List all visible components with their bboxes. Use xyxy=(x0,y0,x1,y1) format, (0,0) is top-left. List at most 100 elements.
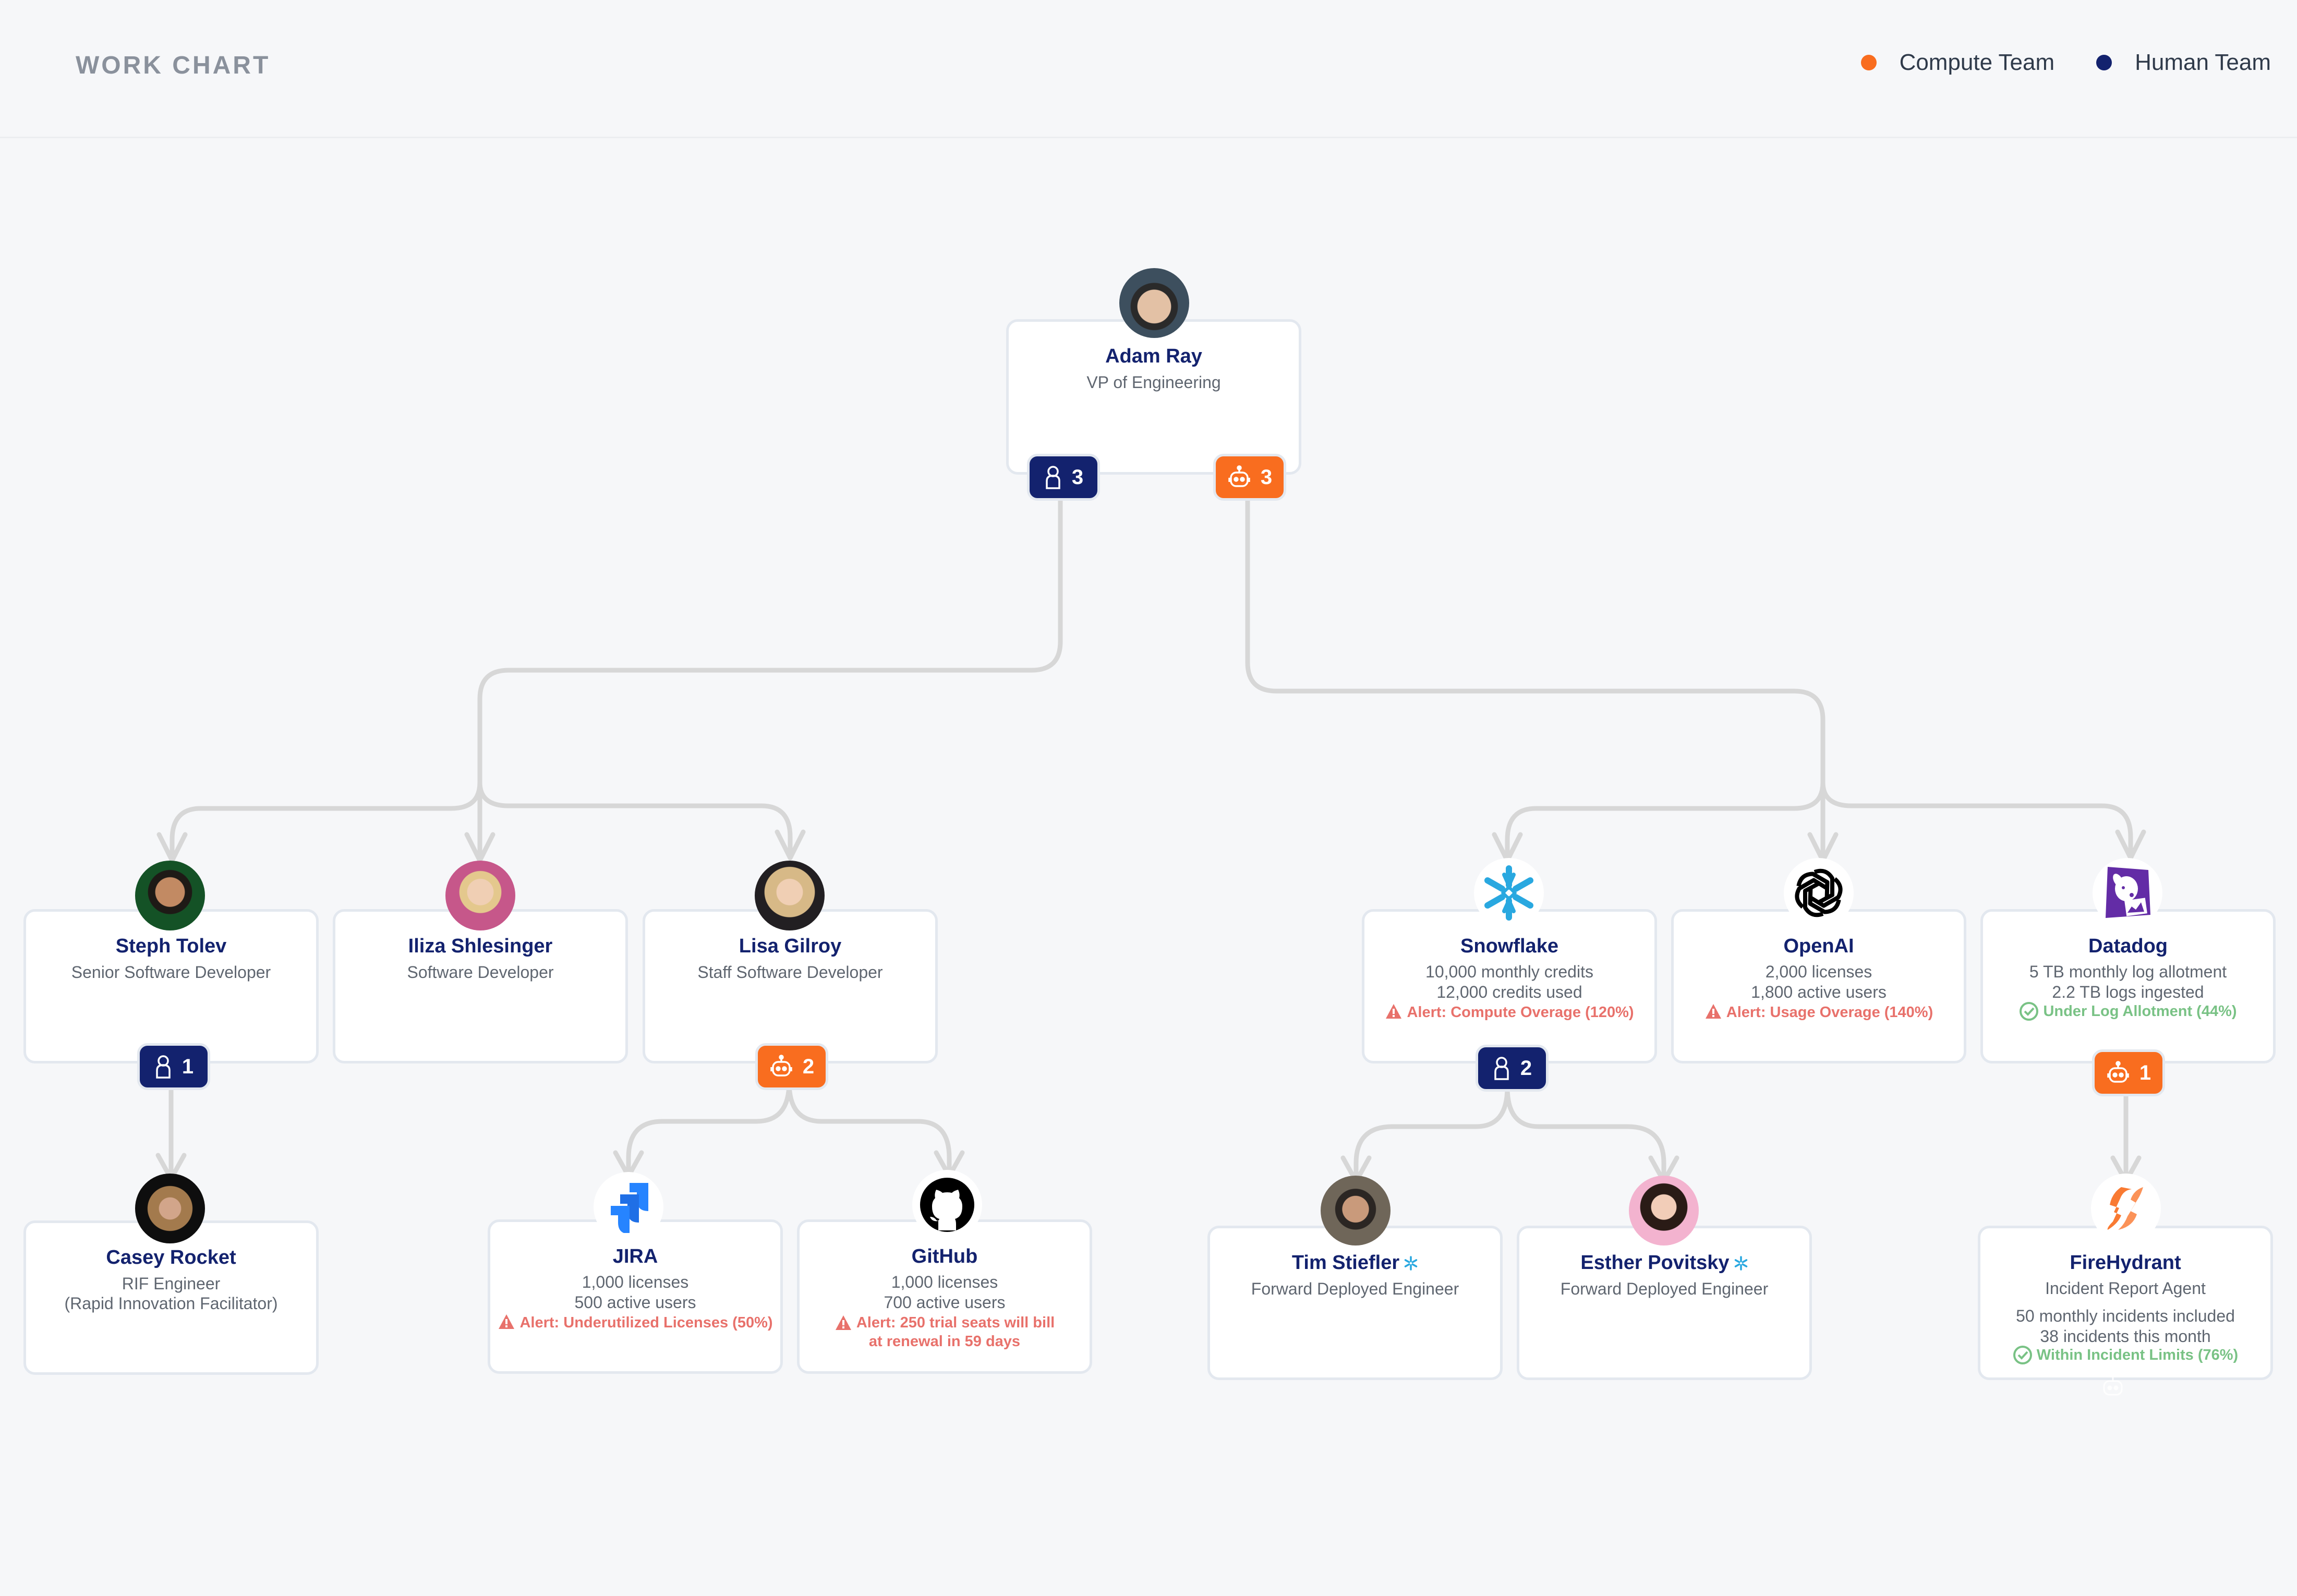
github-icon xyxy=(920,1178,974,1232)
card-iliza-shlesinger[interactable]: Iliza Shlesinger Software Developer xyxy=(333,909,628,1063)
compute-count: 3 xyxy=(1260,465,1273,489)
alert-text: Alert: Compute Overage (120%) xyxy=(1407,1004,1634,1021)
usage-line: 700 active users xyxy=(884,1293,1006,1312)
usage-line: 5 TB monthly log allotment xyxy=(2029,962,2227,981)
human-count-badge[interactable]: 2 xyxy=(1476,1045,1549,1092)
header: WORK CHART Compute Team Human Team xyxy=(0,0,2297,138)
alert-message: Alert: Usage Overage (140%) xyxy=(1674,1003,1964,1022)
service-name: JIRA xyxy=(612,1246,658,1267)
person-role: Senior Software Developer xyxy=(71,963,271,982)
alert-message: Alert: Underutilized Licenses (50%) xyxy=(490,1313,780,1332)
usage-line: 2,000 licenses xyxy=(1765,962,1872,981)
card-esther-povitsky[interactable]: Esther Povitsky Forward Deployed Enginee… xyxy=(1517,1226,1812,1380)
snowflake-logo xyxy=(1474,858,1544,928)
card-lisa-gilroy[interactable]: Lisa Gilroy Staff Software Developer xyxy=(643,909,938,1063)
github-logo xyxy=(912,1170,982,1240)
human-count-badge[interactable]: 3 xyxy=(1027,454,1100,501)
ok-text: Under Log Allotment (44%) xyxy=(2043,1002,2237,1020)
jira-logo xyxy=(594,1172,663,1242)
warning-icon xyxy=(1705,1004,1721,1019)
warning-icon xyxy=(499,1314,515,1329)
card-datadog[interactable]: Datadog 5 TB monthly log allotment 2.2 T… xyxy=(1980,909,2276,1063)
ok-text: Within Incident Limits (76%) xyxy=(2036,1346,2239,1363)
usage-line: 1,800 active users xyxy=(1751,983,1887,1001)
person-name: Iliza Shlesinger xyxy=(408,935,553,957)
snowflake-icon xyxy=(1484,865,1533,921)
usage-line: 10,000 monthly credits xyxy=(1425,962,1593,981)
avatar-tim-stiefler xyxy=(1321,1176,1391,1246)
card-adam-ray[interactable]: Adam Ray VP of Engineering xyxy=(1006,319,1301,475)
avatar-steph-tolev xyxy=(135,861,205,930)
person-name: Casey Rocket xyxy=(106,1247,236,1268)
warning-icon xyxy=(835,1315,851,1330)
card-firehydrant[interactable]: FireHydrant Incident Report Agent 50 mon… xyxy=(1978,1226,2273,1380)
alert-message: Alert: Compute Overage (120%) xyxy=(1364,1003,1654,1022)
compute-count-badge[interactable]: 1 xyxy=(2092,1049,2165,1096)
compute-count: 2 xyxy=(802,1055,815,1078)
human-count-badge[interactable]: 1 xyxy=(137,1043,210,1090)
usage-line: 38 incidents this month xyxy=(2040,1327,2211,1346)
compute-count-badge[interactable]: 2 xyxy=(755,1043,828,1090)
person-role: Software Developer xyxy=(407,963,554,982)
robot-icon xyxy=(770,1055,792,1077)
usage-line: 50 monthly incidents included xyxy=(2016,1307,2235,1325)
alert-message: Alert: 250 trial seats will bill at rene… xyxy=(800,1313,1090,1351)
usage-line: 2.2 TB logs ingested xyxy=(2052,983,2204,1001)
check-circle-icon xyxy=(2013,1346,2032,1364)
usage-line: 1,000 licenses xyxy=(891,1273,998,1291)
card-jira[interactable]: JIRA 1,000 licenses 500 active users Ale… xyxy=(488,1219,783,1374)
person-role: Forward Deployed Engineer xyxy=(1251,1279,1459,1298)
compute-count-badge[interactable]: 3 xyxy=(1213,454,1286,501)
human-count: 3 xyxy=(1071,465,1084,489)
alert-text: Alert: Underutilized Licenses (50%) xyxy=(519,1314,773,1331)
page-title: WORK CHART xyxy=(76,52,271,79)
ok-message: Within Incident Limits (76%) xyxy=(1980,1345,2270,1365)
card-github[interactable]: GitHub 1,000 licenses 700 active users A… xyxy=(797,1219,1092,1374)
person-name: Esther Povitsky xyxy=(1519,1252,1809,1274)
jira-icon xyxy=(611,1183,648,1233)
agent-role: Incident Report Agent xyxy=(2045,1279,2206,1298)
snowflake-badge-icon xyxy=(1734,1255,1747,1271)
datadog-logo xyxy=(2093,858,2162,928)
human-count: 1 xyxy=(182,1055,194,1078)
warning-icon xyxy=(1386,1004,1402,1019)
human-dot-icon xyxy=(2096,55,2112,70)
person-name-text: Esther Povitsky xyxy=(1580,1252,1730,1274)
person-name-text: Tim Stiefler xyxy=(1291,1252,1400,1274)
alert-text: Alert: Usage Overage (140%) xyxy=(1726,1004,1933,1021)
avatar-casey-rocket xyxy=(135,1174,205,1243)
card-casey-rocket[interactable]: Casey Rocket RIF Engineer (Rapid Innovat… xyxy=(23,1220,319,1375)
person-role-detail: (Rapid Innovation Facilitator) xyxy=(64,1294,278,1313)
person-name: Steph Tolev xyxy=(115,935,227,957)
compute-count: 1 xyxy=(2139,1061,2151,1084)
person-role: RIF Engineer xyxy=(122,1274,221,1293)
openai-icon xyxy=(1795,868,1843,917)
person-icon xyxy=(1046,466,1060,489)
alert-text: Alert: 250 trial seats will bill xyxy=(856,1314,1055,1331)
alert-text-line2: at renewal in 59 days xyxy=(868,1333,1021,1350)
legend-compute-team: Compute Team xyxy=(1860,50,2055,76)
datadog-icon xyxy=(2106,867,2150,918)
openai-logo xyxy=(1784,858,1854,928)
card-tim-stiefler[interactable]: Tim Stiefler Forward Deployed Engineer xyxy=(1207,1226,1503,1380)
ok-message: Under Log Allotment (44%) xyxy=(1983,1001,2273,1021)
card-snowflake[interactable]: Snowflake 10,000 monthly credits 12,000 … xyxy=(1362,909,1657,1063)
faded-robot-icon xyxy=(2101,1377,2125,1400)
compute-dot-icon xyxy=(1860,55,1877,70)
card-steph-tolev[interactable]: Steph Tolev Senior Software Developer xyxy=(23,909,319,1063)
service-name: Snowflake xyxy=(1460,935,1558,957)
avatar-adam-ray xyxy=(1119,268,1189,338)
avatar-esther-povitsky xyxy=(1629,1176,1699,1246)
person-icon xyxy=(156,1055,171,1079)
firehydrant-logo xyxy=(2091,1174,2161,1243)
person-icon xyxy=(1494,1057,1509,1080)
service-name: FireHydrant xyxy=(2070,1252,2181,1274)
card-openai[interactable]: OpenAI 2,000 licenses 1,800 active users… xyxy=(1671,909,1966,1063)
person-role: Staff Software Developer xyxy=(697,963,883,982)
legend-label: Compute Team xyxy=(1899,50,2055,75)
service-name: GitHub xyxy=(911,1246,978,1267)
legend-label: Human Team xyxy=(2135,50,2271,75)
robot-icon xyxy=(2107,1061,2129,1083)
person-name: Lisa Gilroy xyxy=(739,935,842,957)
